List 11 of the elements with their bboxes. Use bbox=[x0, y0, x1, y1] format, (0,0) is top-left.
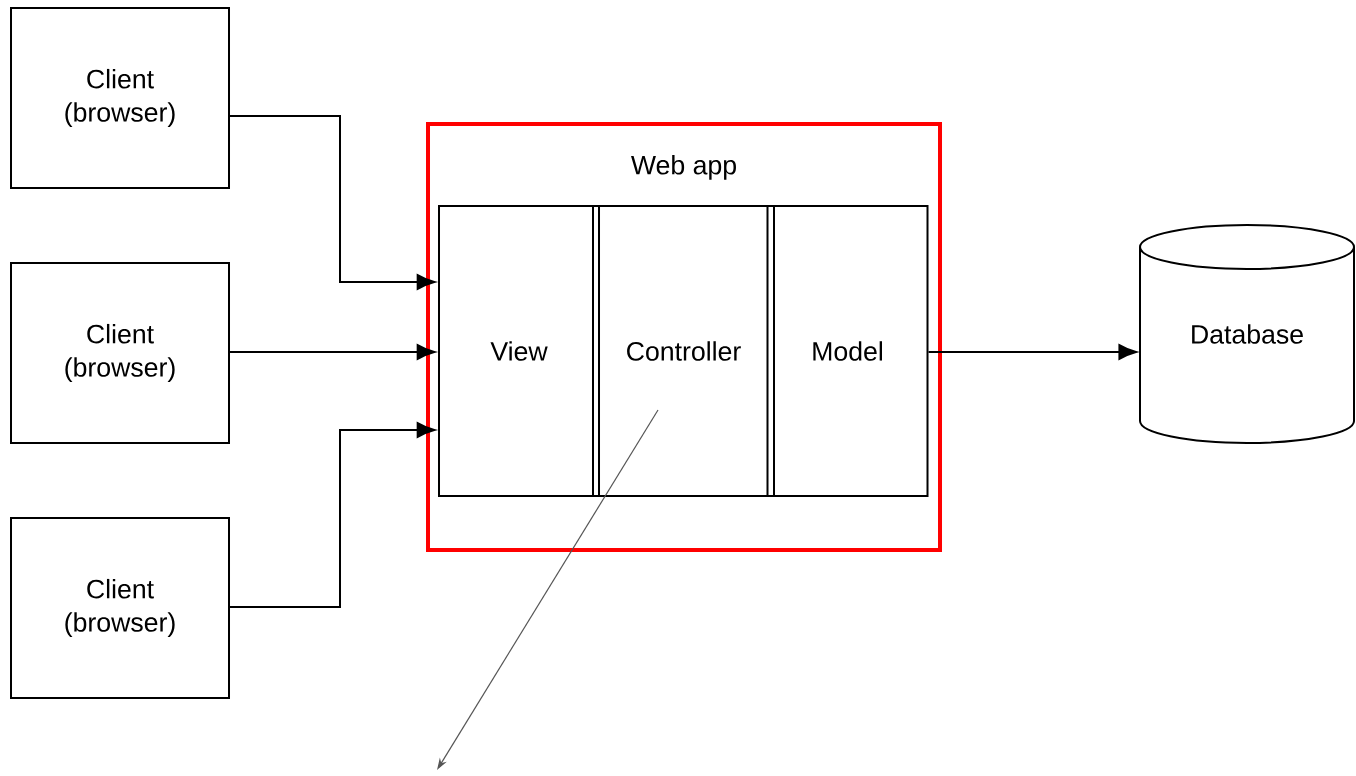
layer-box: Controller bbox=[592, 205, 775, 497]
client-box: Client (browser) bbox=[10, 517, 230, 699]
client-box: Client (browser) bbox=[10, 262, 230, 444]
arrow bbox=[229, 422, 436, 608]
client-box: Client (browser) bbox=[10, 7, 230, 189]
database-cylinder: Database bbox=[1139, 224, 1355, 444]
arrow bbox=[229, 115, 436, 290]
arrow bbox=[229, 344, 436, 360]
layer-box: Model bbox=[766, 205, 929, 497]
arrow bbox=[927, 344, 1137, 360]
layer-box: View bbox=[438, 205, 600, 497]
